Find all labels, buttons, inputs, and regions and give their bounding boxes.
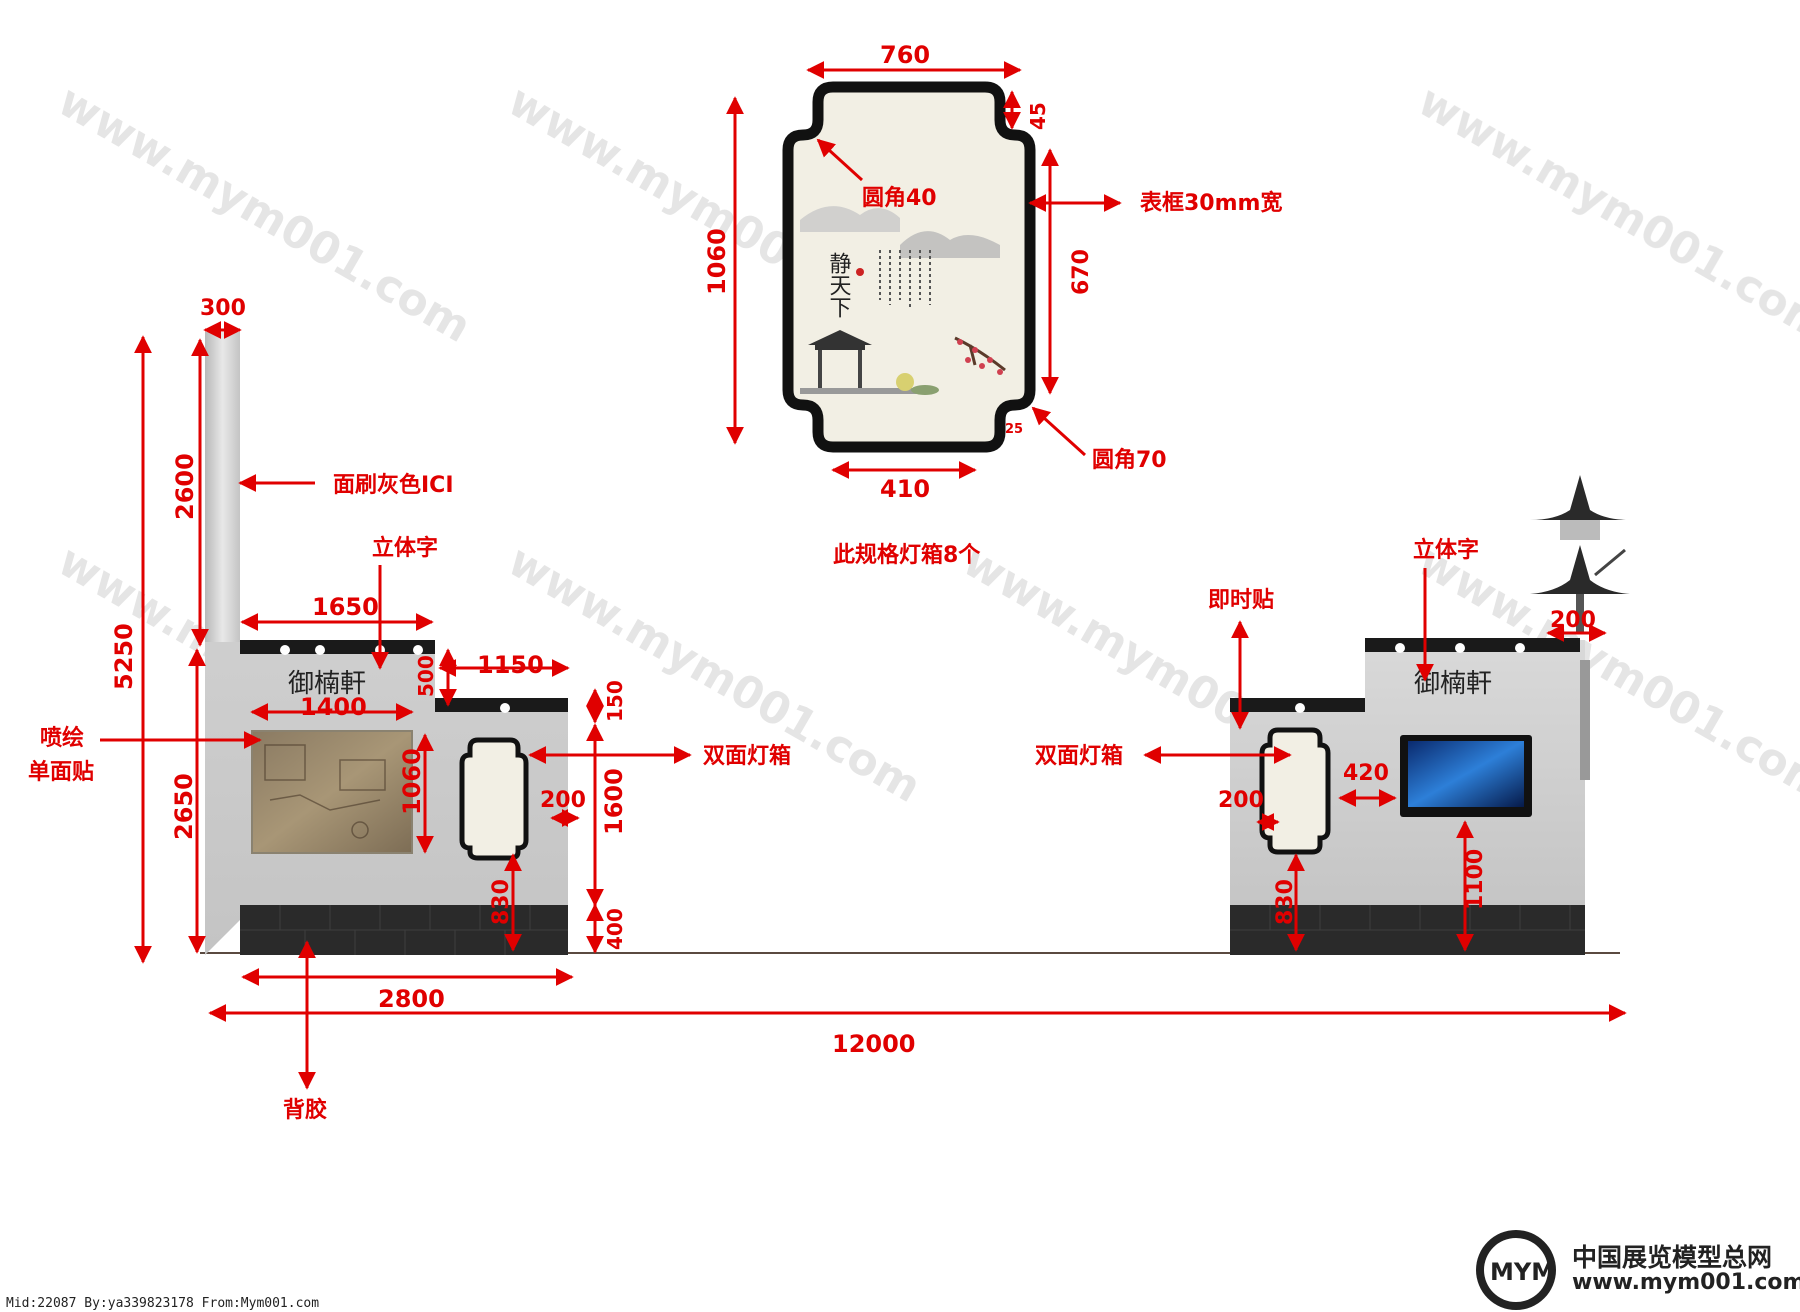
pavilion-illustration [800, 330, 920, 394]
dim-left-lightbox-height: 1600 [600, 768, 628, 835]
dim-left-sign-width: 1650 [312, 593, 379, 621]
cap-lights [280, 645, 510, 713]
note-instant-sticker: 即时贴 [1208, 587, 1274, 613]
dim-right-lightbox-base: 830 [1273, 879, 1298, 925]
mountain-shape [800, 206, 900, 232]
note-left-lightbox: 双面灯箱 [703, 743, 791, 769]
left-lightbox [459, 737, 529, 861]
dim-lightbox-side: 670 [1069, 249, 1094, 295]
lightbox-detail: 静天下 [782, 81, 1036, 453]
right-side-edge [1580, 660, 1590, 780]
note-corner-40: 圆角40 [862, 185, 937, 211]
left-sign-text: 御楠軒 [288, 669, 366, 699]
dimension-labels: 760 45 圆角40 表框30mm宽 1060 670 25 圆角70 410… [28, 41, 1596, 1123]
dim-left-mural-height: 1060 [398, 748, 426, 815]
note-left-3d-text: 立体字 [372, 535, 438, 561]
poem-text [879, 250, 931, 310]
brand-url: www.mym001.com [1572, 1270, 1800, 1295]
right-cap-upper [1365, 638, 1580, 652]
note-corner-70: 圆角70 [1092, 447, 1167, 473]
left-cap-upper [240, 640, 435, 654]
note-right-lightbox: 双面灯箱 [1035, 743, 1123, 769]
plum-branch [954, 336, 1006, 375]
lotus-flower [896, 373, 914, 391]
dim-wall-height: 2650 [170, 773, 198, 840]
tv-display [1408, 741, 1524, 807]
dim-left-step-height: 500 [414, 655, 438, 697]
dim-lightbox-inset: 45 [1026, 102, 1050, 130]
right-booth: 御楠軒 [1230, 475, 1630, 955]
gray-column [205, 332, 240, 642]
lotus-leaf [911, 385, 939, 395]
logo-text: MYM [1490, 1258, 1555, 1286]
dim-lightbox-height: 1060 [703, 228, 731, 295]
note-print-line1: 喷绘 [40, 725, 84, 751]
dim-left-cap-150: 150 [603, 680, 627, 722]
dim-lightbox-bottom-notch: 25 [1005, 422, 1023, 437]
brand-logo: MYM [1476, 1230, 1556, 1310]
dim-total-height: 5250 [110, 623, 138, 690]
dim-column-width: 300 [200, 296, 246, 321]
dim-lightbox-width: 760 [880, 41, 930, 69]
watermark: www.mym001.com [50, 75, 480, 353]
footer-credit: Mid:22087 By:ya339823178 From:Mym001.com [6, 1296, 320, 1311]
note-frame-width: 表框30mm宽 [1140, 190, 1282, 216]
dim-left-step-width: 1150 [477, 651, 544, 679]
dim-column-height: 2600 [171, 453, 199, 520]
dim-left-lightbox-gap: 200 [540, 788, 586, 813]
dim-right-lightbox-gap: 200 [1218, 788, 1264, 813]
note-print-line2: 单面贴 [28, 759, 94, 785]
seal-mark [856, 268, 864, 276]
note-backing: 背胶 [283, 1097, 327, 1123]
dim-screen-gap: 420 [1343, 761, 1389, 786]
note-right-3d-text: 立体字 [1413, 537, 1479, 563]
note-lightbox-count: 此规格灯箱8个 [833, 542, 981, 568]
mountain-shape [900, 231, 1000, 258]
brand-name: 中国展览模型总网 [1572, 1243, 1773, 1272]
dim-screen-base: 1100 [1463, 849, 1488, 910]
dim-left-mural-width: 1400 [300, 693, 367, 721]
dim-base-height: 400 [603, 908, 627, 950]
pagoda-roof [1530, 475, 1630, 634]
cap-lights [1295, 643, 1525, 713]
dim-roof-width: 200 [1550, 608, 1596, 633]
right-lightbox [1259, 727, 1331, 855]
dim-lightbox-bottom: 410 [880, 475, 930, 503]
mural-figures [264, 744, 386, 839]
left-booth: 御楠軒 [205, 332, 568, 955]
note-paint: 面刷灰色ICI [333, 472, 454, 498]
left-mural [251, 730, 413, 854]
lightbox-frame [782, 81, 1036, 453]
dim-overall-width: 12000 [832, 1030, 916, 1058]
dim-left-width: 2800 [378, 985, 445, 1013]
dim-left-lightbox-base: 830 [489, 879, 514, 925]
lightbox-poem-title: 静天下 [826, 252, 852, 318]
dimension-lines [100, 61, 1627, 1090]
watermark: www.mym001.com [1410, 75, 1800, 353]
